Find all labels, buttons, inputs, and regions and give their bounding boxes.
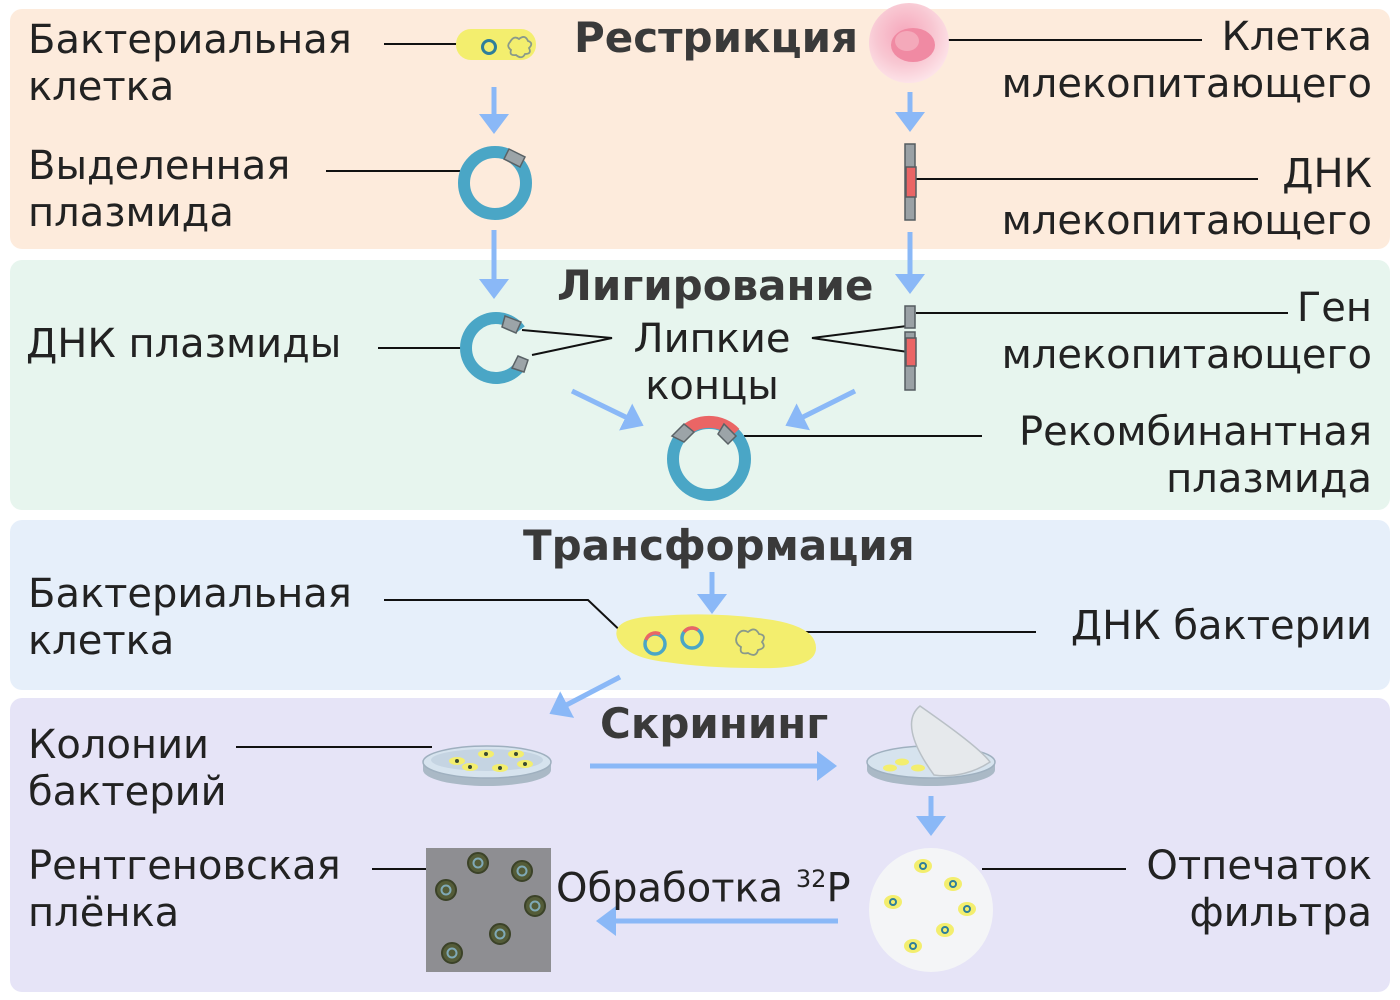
filter-print-icon [869, 848, 993, 972]
cut-plasmid-icon [460, 312, 529, 384]
ligation-section [10, 260, 1390, 510]
bacterium-icon [456, 29, 536, 60]
mammal-dna-icon [904, 143, 917, 221]
label-processing: Обработка 32P [556, 865, 851, 912]
arrow-gene-to-recombinant [785, 388, 857, 431]
isotope-symbol: P [826, 865, 851, 912]
section-title-ligation: Лигирование [557, 261, 874, 310]
flow-arrows [479, 87, 946, 936]
label-plasmid-dna: ДНК плазмиды [26, 321, 342, 367]
transformed-bacterium-icon [616, 614, 816, 669]
section-title-transformation: Трансформация [523, 521, 915, 570]
section-title-screening: Скрининг [600, 699, 829, 748]
filter-dish-icon [866, 705, 996, 786]
label-bacterial-dna: ДНК бактерии [1070, 603, 1372, 649]
colonies-dish-icon [422, 745, 552, 786]
xray-film-icon [426, 848, 551, 972]
leader-lines [236, 39, 1288, 870]
arrow-to-colonies [549, 674, 622, 718]
restriction-section [10, 9, 1390, 249]
mammal-cell-icon [869, 3, 949, 83]
section-title-restriction: Рестрикция [574, 13, 859, 62]
mammal-gene-icon [904, 305, 917, 391]
isolated-plasmid-icon [458, 146, 532, 220]
recombinant-plasmid-icon [667, 415, 751, 501]
isotope-mass: 32 [795, 865, 827, 893]
arrow-plasmid-to-recombinant [570, 388, 644, 431]
